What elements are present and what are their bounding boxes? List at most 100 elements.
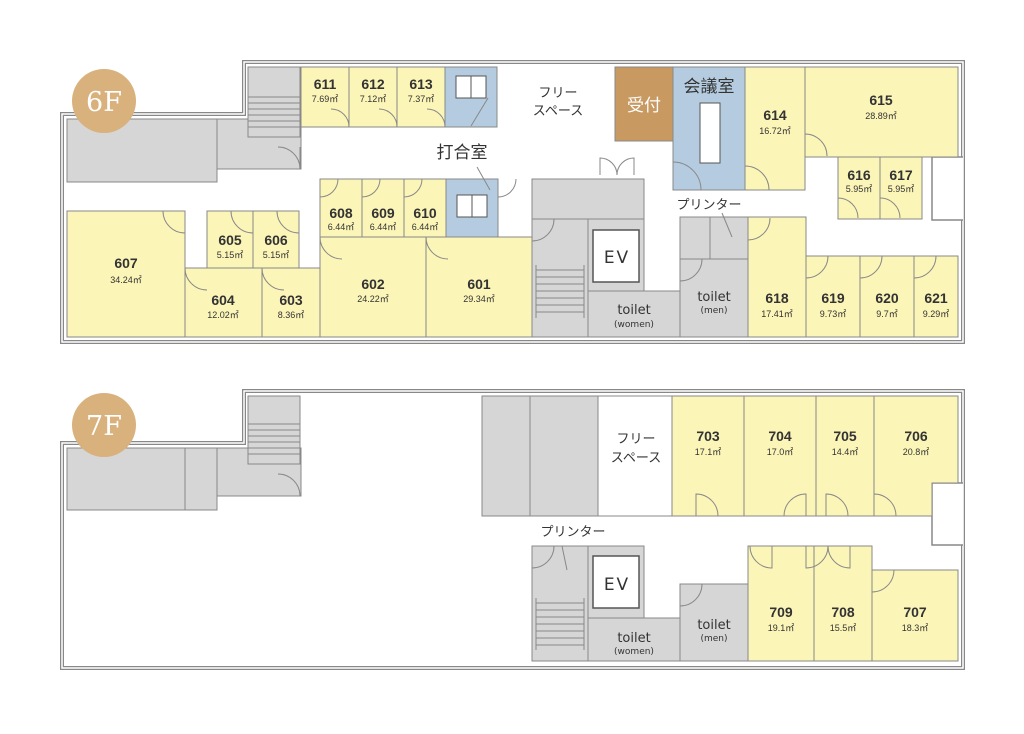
room-605-number: 605 (218, 232, 242, 248)
room-613[interactable] (396, 66, 446, 128)
room-620-area: 9.7㎡ (876, 309, 898, 319)
room-617-number: 617 (889, 167, 913, 183)
room-609-number: 609 (371, 205, 395, 221)
room-618[interactable] (747, 216, 807, 338)
room-604-area: 12.02㎡ (207, 310, 239, 320)
meeting-room-label: 打合室 (437, 143, 488, 163)
reception-6f[interactable] (614, 66, 674, 142)
reception-label: 受付 (627, 96, 661, 116)
toilet-women-7f[interactable] (587, 617, 681, 662)
floor-badge-7f-label: 7F (86, 411, 122, 442)
room-616-area: 5.95㎡ (846, 184, 873, 194)
room-709-number: 709 (769, 604, 793, 620)
elevator-7f (592, 555, 640, 609)
room-620-number: 620 (875, 290, 899, 306)
floor-badge-6f-label: 6F (86, 87, 122, 118)
room-703-area: 17.1㎡ (695, 447, 722, 457)
toilet-men-6f[interactable] (679, 258, 749, 338)
room-602-area: 24.22㎡ (357, 294, 389, 304)
room-705-area: 14.4㎡ (832, 447, 859, 457)
room-704[interactable] (743, 395, 817, 517)
room-709[interactable] (747, 545, 815, 662)
room-610[interactable] (403, 178, 447, 238)
room-608[interactable] (319, 178, 363, 238)
room-705-number: 705 (833, 428, 857, 444)
floor-6f: 611 7.69㎡ 612 7.12㎡ 613 7.37㎡ フリー スペース 受… (60, 60, 965, 344)
room-621-area: 9.29㎡ (923, 309, 950, 319)
room-703[interactable] (671, 395, 745, 517)
printer-area-6f[interactable] (679, 216, 749, 260)
room-606-number: 606 (264, 232, 288, 248)
room-603-number: 603 (279, 292, 303, 308)
room-601[interactable] (425, 236, 533, 338)
room-606[interactable] (252, 210, 300, 269)
service-area-7f-left (66, 447, 186, 511)
room-612[interactable] (348, 66, 398, 128)
room-708[interactable] (813, 545, 873, 662)
room-704-number: 704 (768, 428, 792, 444)
toilet-women-label-7f: toilet (617, 631, 650, 646)
room-618-area: 17.41㎡ (761, 309, 793, 319)
room-617[interactable] (879, 156, 923, 220)
floor-badge-7f (72, 393, 136, 457)
room-601-area: 29.34㎡ (463, 294, 495, 304)
room-706-area: 20.8㎡ (903, 447, 930, 457)
room-616[interactable] (837, 156, 881, 220)
room-605[interactable] (206, 210, 254, 269)
room-603[interactable] (261, 267, 321, 338)
toilet-men-label-6f: toilet (697, 290, 730, 305)
elevator-6f (592, 229, 640, 283)
room-617-area: 5.95㎡ (888, 184, 915, 194)
free-space-label-6f-2: スペース (533, 104, 583, 119)
room-620[interactable] (859, 255, 915, 338)
floor-7f: フリー スペース 703 17.1㎡ 704 17.0㎡ 705 14.4㎡ 7… (60, 389, 965, 670)
room-618-number: 618 (765, 290, 789, 306)
conference-table-icon (699, 102, 721, 164)
stairs-7f-center (535, 598, 585, 650)
room-707[interactable] (871, 569, 959, 662)
room-602-number: 602 (361, 276, 385, 292)
room-611[interactable] (300, 66, 350, 128)
elevator-label-6f: EV (604, 248, 630, 268)
floor-badge-6f (72, 69, 136, 133)
room-605-area: 5.15㎡ (217, 250, 244, 260)
room-610-number: 610 (413, 205, 437, 221)
room-619-area: 9.73㎡ (820, 309, 847, 319)
room-612-number: 612 (361, 76, 385, 92)
toilet-men-sub-7f: (men) (700, 634, 727, 644)
room-612-area: 7.12㎡ (360, 94, 387, 104)
room-615-area: 28.89㎡ (865, 111, 897, 121)
service-core-6f (531, 178, 645, 220)
conference-room-6f[interactable] (672, 66, 746, 191)
room-610-area: 6.44㎡ (412, 222, 439, 232)
room-615[interactable] (804, 66, 959, 158)
room-602[interactable] (319, 236, 427, 338)
room-613-number: 613 (409, 76, 433, 92)
room-611-area: 7.69㎡ (312, 94, 339, 104)
room-611-number: 611 (314, 76, 337, 92)
room-709-area: 19.1㎡ (768, 623, 795, 633)
toilet-women-sub-7f: (women) (614, 647, 654, 657)
room-615-number: 615 (869, 92, 893, 108)
stairs-6f-center (535, 265, 585, 318)
room-708-number: 708 (831, 604, 855, 620)
room-609-area: 6.44㎡ (370, 222, 397, 232)
room-613-area: 7.37㎡ (408, 94, 435, 104)
service-block-7f-b (529, 395, 599, 517)
room-607[interactable] (66, 210, 186, 338)
service-block-7f-a (481, 395, 531, 517)
room-609[interactable] (361, 178, 405, 238)
room-606-area: 5.15㎡ (263, 250, 290, 260)
room-706-number: 706 (904, 428, 928, 444)
room-614[interactable] (744, 66, 806, 191)
room-608-area: 6.44㎡ (328, 222, 355, 232)
room-707-number: 707 (903, 604, 927, 620)
room-604[interactable] (184, 267, 263, 338)
room-707-area: 18.3㎡ (902, 623, 929, 633)
stairs-6f-left (247, 66, 301, 138)
room-704-area: 17.0㎡ (767, 447, 794, 457)
toilet-women-sub-6f: (women) (614, 320, 654, 330)
toilet-women-label-6f: toilet (617, 303, 650, 318)
room-703-number: 703 (696, 428, 720, 444)
room-614-number: 614 (763, 107, 787, 123)
